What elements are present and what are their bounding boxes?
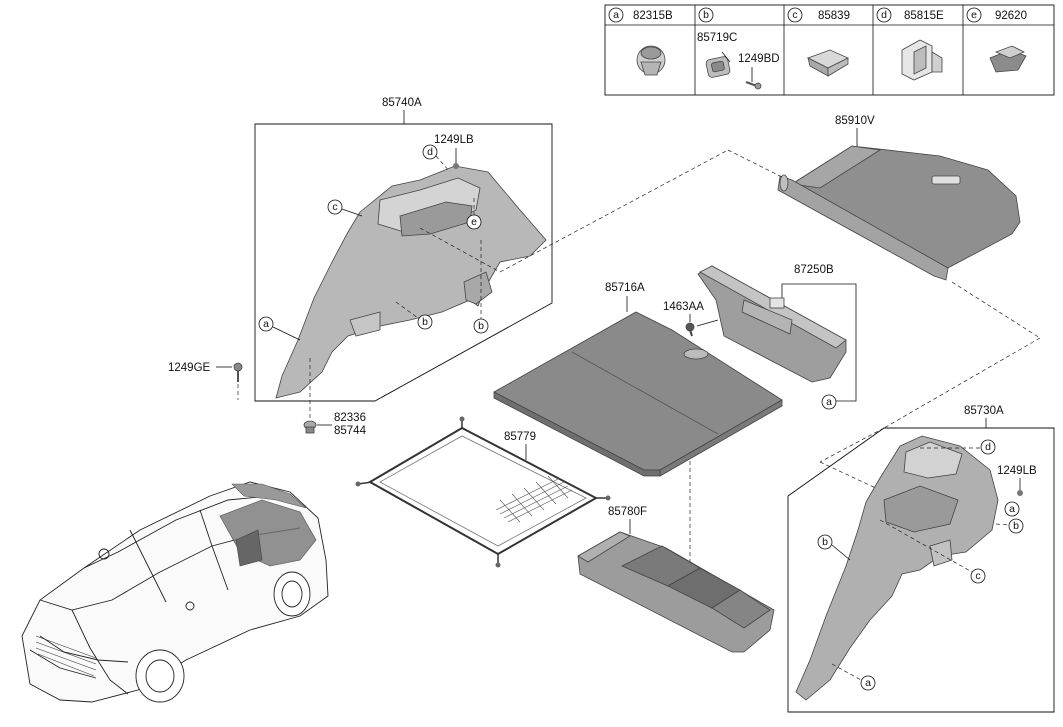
left-trim-screw: 1249GE (168, 362, 211, 374)
legend-callout-d (876, 7, 892, 23)
sill-bolt: 1463AA (663, 301, 704, 313)
right-callout-b-2 (817, 534, 833, 550)
right-callout-a-top-letter: a (1009, 503, 1015, 515)
sill-code: 87250B (794, 264, 834, 276)
right-callout-b-1-letter: b (1013, 520, 1019, 532)
cargo-net-mesh (495, 475, 573, 523)
assembly-guide-lines (419, 149, 1041, 566)
luggage-cover-tube (777, 175, 949, 281)
right-trim-frame (787, 427, 1055, 713)
clip-85839-icon (806, 49, 849, 77)
legend-code-85839: 85839 (818, 10, 850, 22)
left-callout-d-letter: d (427, 146, 433, 158)
tailgate-sill-group: 87250B a 1463AA (663, 264, 857, 410)
left-trim-clip-82336: 82336 (334, 412, 366, 424)
legend-code-82315B: 82315B (633, 10, 673, 22)
legend-code-85719C: 85719C (697, 32, 737, 44)
legend-table: a 82315B b 85719C 1249BD c 85839 (604, 4, 1055, 96)
underfloor-tray-group: 85780F (577, 506, 775, 653)
luggage-cover-group: 85910V (777, 115, 1021, 281)
right-callout-a-bottom-letter: a (865, 677, 871, 689)
bolt-1463aa-icon (685, 322, 695, 337)
left-callout-c-letter: c (332, 201, 337, 213)
luggage-board-group: 85716A (493, 282, 783, 477)
sill-callout-a (821, 394, 837, 410)
cover-code: 85910V (835, 115, 875, 127)
tray-code: 85780F (608, 506, 647, 518)
underfloor-tray-body (577, 531, 775, 653)
left-quarter-trim-group: 85740A 1249LB d c e a b b 1249GE (168, 97, 553, 437)
left-callout-e-letter: e (471, 216, 477, 228)
clip-85815e-icon (901, 39, 943, 81)
legend-letter-e: e (971, 9, 977, 21)
right-callout-d (980, 439, 996, 455)
legend-letter-b: b (703, 9, 709, 21)
right-quarter-trim-panel (795, 435, 999, 701)
left-trim-title: 85740A (382, 97, 422, 109)
legend-frame (604, 4, 1055, 96)
legend-letter-a: a (613, 9, 619, 21)
legend-callout-e (966, 7, 982, 23)
right-quarter-trim-group: 85730A d 1249LB a b b c a (787, 405, 1055, 713)
right-trim-fastener: 1249LB (997, 465, 1037, 477)
board-code: 85716A (605, 282, 645, 294)
right-callout-a-top (1004, 501, 1020, 517)
screw-1249ge-icon (233, 362, 243, 382)
right-callout-b-1 (1008, 518, 1024, 534)
left-callout-a (258, 316, 274, 332)
clip-82336-icon (303, 420, 317, 434)
left-callout-b-1 (417, 314, 433, 330)
legend-letter-d: d (881, 9, 887, 21)
vehicle-highlight-cargo-area (219, 483, 317, 567)
luggage-cover-screen (791, 145, 1021, 271)
legend-callout-c (787, 7, 803, 23)
clip-82315b-icon (636, 45, 666, 76)
grommet-85719c-icon (705, 56, 731, 78)
legend-code-1249BD: 1249BD (738, 53, 780, 65)
left-callout-b-1-letter: b (422, 316, 428, 328)
sill-callout-a-letter: a (826, 396, 832, 408)
left-trim-fastener: 1249LB (434, 134, 474, 146)
left-callout-b-2-letter: b (478, 320, 484, 332)
right-callout-d-letter: d (985, 441, 991, 453)
legend-letter-c: c (792, 9, 797, 21)
left-trim-frame (254, 123, 553, 402)
lamp-92620-icon (989, 45, 1027, 73)
vehicle-grille (35, 635, 97, 677)
right-callout-c (970, 568, 986, 584)
left-callout-d (422, 144, 438, 160)
right-callout-a-bottom (860, 675, 876, 691)
left-callout-c (327, 199, 343, 215)
legend-code-92620: 92620 (995, 10, 1027, 22)
left-trim-clip-85744: 85744 (334, 425, 367, 437)
net-code: 85779 (504, 431, 536, 443)
left-callout-a-letter: a (263, 318, 269, 330)
legend-callout-a (608, 7, 624, 23)
right-trim-title: 85730A (964, 405, 1004, 417)
legend-code-85815E: 85815E (904, 10, 944, 22)
right-callout-c-letter: c (975, 570, 980, 582)
cargo-net-group: 85779 (355, 416, 611, 568)
screw-1249bd-icon (745, 81, 762, 90)
legend-callout-b (698, 7, 714, 23)
right-callout-b-2-letter: b (822, 536, 828, 548)
